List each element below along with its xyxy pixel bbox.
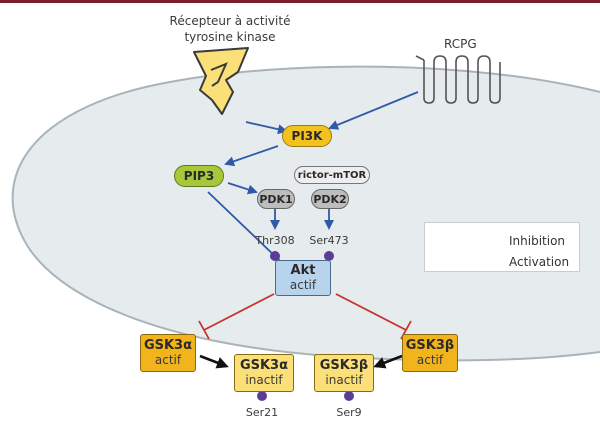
activation-arrows: [207, 91, 419, 262]
gsk3a-inactive-state: inactif: [245, 372, 283, 387]
phospho-dot-ser9: [344, 391, 354, 401]
gsk3a-inactive-box: GSK3α inactif: [234, 354, 294, 392]
ser21-label: Ser21: [245, 406, 279, 419]
akt-box: Akt actif: [275, 260, 331, 296]
rtk-label-line2: tyrosine kinase: [184, 30, 276, 44]
gpcr-receptor-icon: [415, 55, 501, 104]
legend-inhibition-label: Inhibition: [509, 234, 566, 248]
gsk3b-inactive-box: GSK3β inactif: [314, 354, 374, 392]
pdk2-node: PDK2: [311, 189, 349, 209]
legend: Inhibition Activation: [424, 222, 580, 272]
pip3-node: PIP3: [174, 165, 224, 187]
inhibition-lines: [198, 293, 412, 340]
akt-name: Akt: [290, 262, 316, 278]
rtk-receptor-icon: [193, 47, 249, 115]
gpcr-label: RCPG: [444, 37, 477, 51]
gsk3b-active-box: GSK3β actif: [402, 334, 458, 372]
rtk-label: Récepteur à activité tyrosine kinase: [150, 13, 310, 45]
inactivation-arrows: [199, 354, 403, 369]
gsk3a-active-name: GSK3α: [143, 337, 193, 353]
phospho-dot-ser21: [257, 391, 267, 401]
gsk3a-active-state: actif: [154, 352, 182, 367]
rtk-label-line1: Récepteur à activité: [169, 14, 291, 28]
pdk1-node: PDK1: [257, 189, 295, 209]
gsk3b-active-state: actif: [416, 352, 444, 367]
gsk3a-active-box: GSK3α actif: [140, 334, 196, 372]
gsk3b-inactive-name: GSK3β: [319, 357, 369, 373]
phospho-sites: [257, 251, 354, 401]
gsk3a-inactive-name: GSK3α: [239, 357, 289, 373]
thr308-label: Thr308: [255, 234, 295, 247]
gsk3b-active-name: GSK3β: [405, 337, 455, 353]
phospho-dot-thr308: [270, 251, 280, 261]
top-rule: [0, 0, 600, 3]
legend-activation-label: Activation: [509, 255, 570, 269]
pi3k-node: PI3K: [282, 125, 332, 147]
rictor-mtor-node: rictor-mTOR: [294, 166, 370, 184]
ser9-label: Ser9: [336, 406, 362, 419]
gsk3b-inactive-state: inactif: [325, 372, 363, 387]
ser473-label: Ser473: [309, 234, 349, 247]
akt-state: actif: [289, 277, 317, 292]
cell-membrane: [11, 65, 600, 362]
phospho-dot-ser473: [324, 251, 334, 261]
